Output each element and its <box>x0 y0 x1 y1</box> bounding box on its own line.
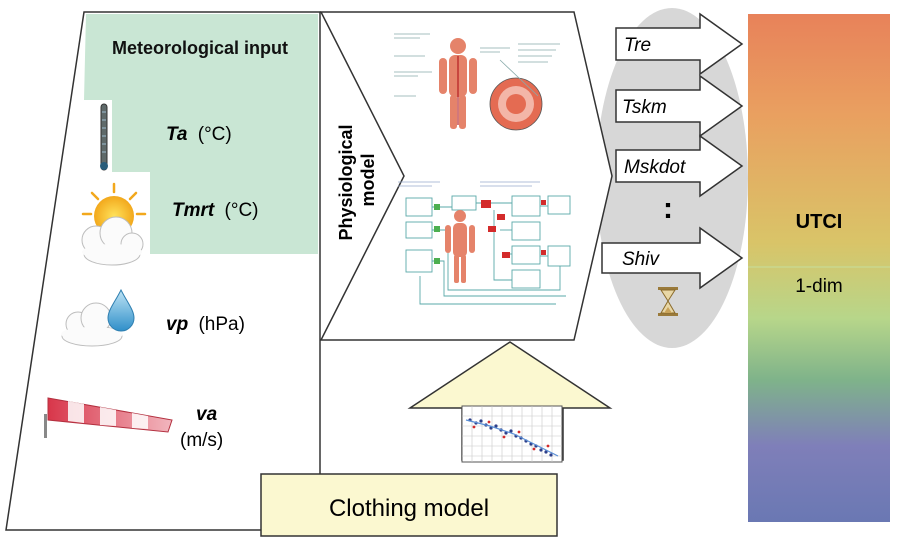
var-vp-symbol: vp <box>166 314 188 335</box>
var-ta: Ta (°C) <box>166 124 232 145</box>
sun-cloud-icon <box>81 182 147 266</box>
output-shiv-label: Shiv <box>622 249 660 270</box>
output-arrow-mskdot: Mskdot <box>615 134 744 198</box>
physiological-model-panel: Physiological model <box>319 11 613 341</box>
utci-gradient-bar <box>748 14 890 522</box>
output-arrows: Tre Tskm Mskdot : Shiv <box>601 12 744 316</box>
var-tmrt-unit: (°C) <box>225 200 259 221</box>
var-va-unit: (m/s) <box>180 430 223 451</box>
var-vp-unit: (hPa) <box>198 314 244 335</box>
var-ta-symbol: Ta <box>166 124 188 145</box>
output-mskdot-label: Mskdot <box>624 157 686 178</box>
utci-scale: UTCI 1-dim <box>748 14 890 522</box>
output-arrow-tskm: Tskm <box>615 74 744 138</box>
physio-label-line2: model <box>358 153 378 206</box>
var-vp: vp (hPa) <box>166 314 245 335</box>
utci-sublabel: 1-dim <box>795 276 843 297</box>
clothing-model-box <box>260 473 558 537</box>
windsock-icon <box>44 397 173 438</box>
output-arrow-tre: Tre <box>615 12 744 76</box>
block-diagram-figure <box>398 181 571 305</box>
meteo-header: Meteorological input <box>112 38 288 58</box>
var-tmrt-symbol: Tmrt <box>172 200 215 221</box>
var-tmrt: Tmrt (°C) <box>172 200 259 221</box>
physio-label: Physiological model <box>336 119 378 240</box>
output-tre-label: Tre <box>624 35 651 56</box>
clothing-model: Clothing model <box>260 341 613 537</box>
output-arrow-shiv: Shiv <box>601 226 744 290</box>
thermometer-icon <box>100 103 108 171</box>
physio-label-line1: Physiological <box>336 124 356 240</box>
raindrop-cloud-icon <box>61 288 135 347</box>
output-tskm-label: Tskm <box>622 97 667 118</box>
utci-label: UTCI <box>796 211 843 233</box>
var-ta-unit: (°C) <box>198 124 232 145</box>
hourglass-icon <box>658 287 678 316</box>
var-va-symbol: va <box>196 404 218 425</box>
meteorological-input-panel: Meteorological input Ta (°C) <box>5 11 321 531</box>
clothing-model-label: Clothing model <box>329 495 489 522</box>
thermoregulation-figure <box>394 33 560 131</box>
clothing-scatter-plot <box>461 405 563 463</box>
output-ellipsis: : <box>663 192 673 225</box>
meteo-green-region <box>84 14 318 254</box>
